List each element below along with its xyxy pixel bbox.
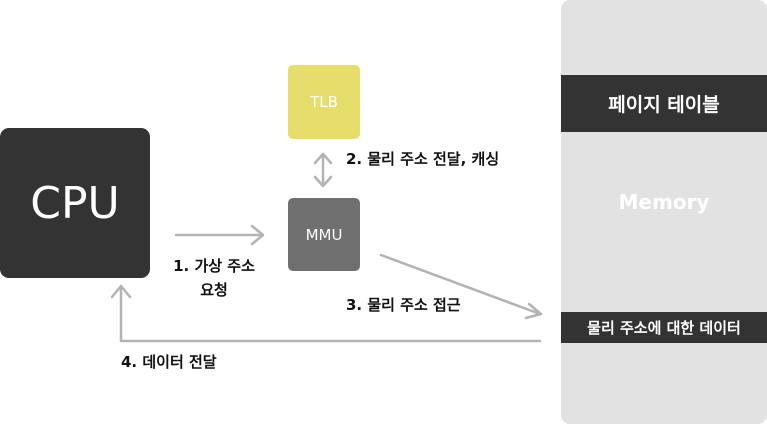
tlb-label: TLB (310, 93, 338, 111)
arrow-memory-to-cpu (110, 284, 542, 343)
memory-panel (561, 0, 767, 424)
step1-label-line1: 1. 가상 주소 (173, 257, 255, 275)
step3-label: 3. 물리 주소 접근 (346, 296, 461, 314)
step1-label: 1. 가상 주소 요청 (164, 254, 264, 302)
arrow-mmu-to-memory (379, 253, 543, 320)
arrow-tlb-mmu (313, 152, 333, 188)
mmu-node: MMU (288, 198, 360, 271)
tlb-node: TLB (288, 65, 360, 139)
cpu-node: CPU (0, 128, 150, 278)
mmu-label: MMU (305, 225, 343, 244)
data-block: 물리 주소에 대한 데이터 (561, 312, 767, 343)
step2-label: 2. 물리 주소 전달, 캐싱 (346, 150, 500, 168)
arrow-cpu-to-mmu (174, 224, 265, 246)
step1-label-line2: 요청 (200, 281, 228, 299)
step4-label: 4. 데이터 전달 (121, 353, 217, 371)
page-table-label: 페이지 테이블 (608, 94, 720, 116)
cpu-label: CPU (30, 177, 120, 229)
memory-label: Memory (618, 190, 710, 214)
page-table-block: 페이지 테이블 (561, 75, 767, 132)
data-block-label: 물리 주소에 대한 데이터 (587, 319, 741, 337)
